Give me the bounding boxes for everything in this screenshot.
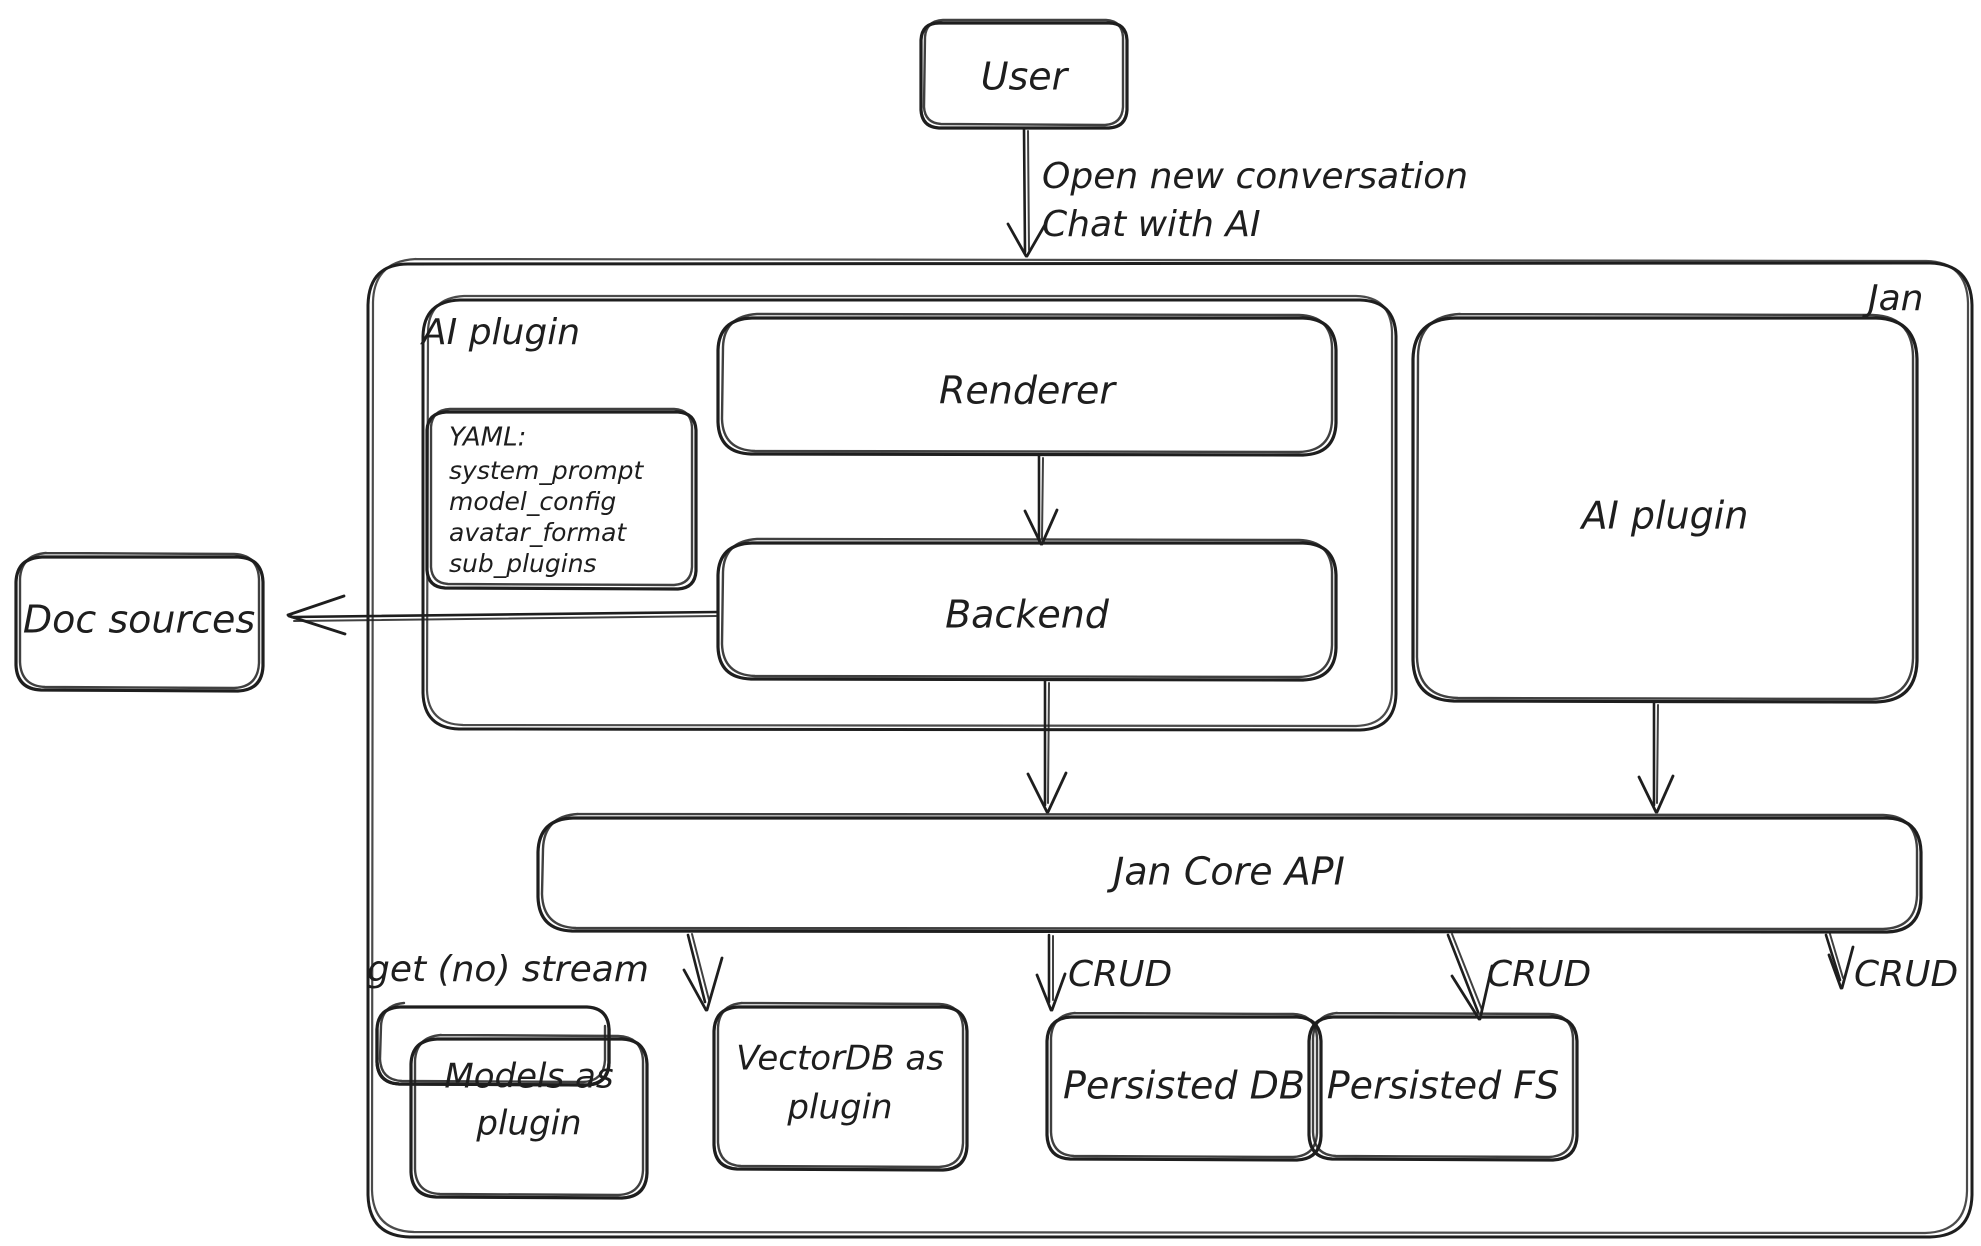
edge-label-user-line2: Chat with AI — [1042, 204, 1261, 245]
edge-label-user-line1: Open new conversation — [1042, 156, 1468, 197]
node-renderer-label: Renderer — [939, 369, 1117, 413]
node-ai-plugin-label: AI plugin — [1579, 494, 1749, 538]
node-backend-label: Backend — [945, 593, 1110, 637]
node-persisted-fs-label: Persisted FS — [1327, 1064, 1560, 1108]
node-user-label: User — [981, 55, 1070, 99]
node-persisted-fs[interactable]: Persisted FS — [1307, 1011, 1579, 1162]
edge-backend-to-core — [1026, 679, 1068, 814]
node-user[interactable]: User — [919, 18, 1129, 130]
note-yaml-item-0: system_prompt — [449, 456, 645, 485]
node-models-plugin-label-line2: plugin — [475, 1104, 581, 1144]
node-backend[interactable]: Backend — [716, 537, 1338, 682]
edge-label-core-to-vectordb: CRUD — [1068, 954, 1172, 995]
edge-label-core-to-db: CRUD — [1487, 954, 1591, 995]
node-vectordb-plugin-label-line2: plugin — [786, 1088, 892, 1128]
node-vectordb-plugin[interactable]: VectorDB as plugin — [712, 1001, 969, 1172]
container-jan[interactable]: Jan — [366, 257, 1974, 1239]
edge-core-to-models: get (no) stream — [367, 933, 724, 1012]
edge-backend-to-doc-sources — [286, 594, 720, 636]
edge-core-to-db: CRUD — [1446, 933, 1591, 1021]
node-doc-sources-label: Doc sources — [23, 598, 255, 642]
note-yaml-item-3: sub_plugins — [449, 549, 597, 578]
node-models-plugin[interactable]: Models as plugin — [375, 1001, 649, 1200]
node-persisted-db[interactable]: Persisted DB — [1045, 1011, 1323, 1162]
edge-core-to-fs: CRUD — [1824, 933, 1958, 995]
node-jan-core-api-label: Jan Core API — [1106, 850, 1345, 894]
container-ai-plugin-group-label: AI plugin — [420, 312, 580, 353]
node-models-plugin-label-line1: Models as — [444, 1057, 613, 1097]
node-jan-core-api[interactable]: Jan Core API — [536, 812, 1923, 934]
edge-core-to-vectordb: CRUD — [1035, 933, 1172, 1012]
node-vectordb-plugin-label-line1: VectorDB as — [736, 1039, 944, 1079]
node-ai-plugin[interactable]: AI plugin — [1411, 312, 1919, 704]
note-yaml-item-2: avatar_format — [449, 518, 627, 547]
edge-ai-plugin-to-core — [1637, 701, 1675, 814]
container-ai-plugin-group[interactable]: AI plugin — [420, 294, 1398, 732]
edge-renderer-to-backend — [1023, 454, 1059, 546]
note-yaml-heading: YAML: — [449, 423, 526, 453]
node-renderer[interactable]: Renderer — [716, 312, 1338, 457]
node-doc-sources[interactable]: Doc sources — [14, 551, 265, 693]
edge-user-to-renderer: Open new conversation Chat with AI — [1006, 126, 1468, 258]
edge-label-core-to-models: get (no) stream — [367, 949, 649, 990]
note-yaml-config[interactable]: YAML: system_prompt model_config avatar_… — [425, 407, 698, 591]
container-jan-label: Jan — [1862, 278, 1924, 319]
node-persisted-db-label: Persisted DB — [1063, 1064, 1305, 1108]
note-yaml-item-1: model_config — [449, 487, 616, 516]
edge-label-core-to-fs: CRUD — [1854, 954, 1958, 995]
